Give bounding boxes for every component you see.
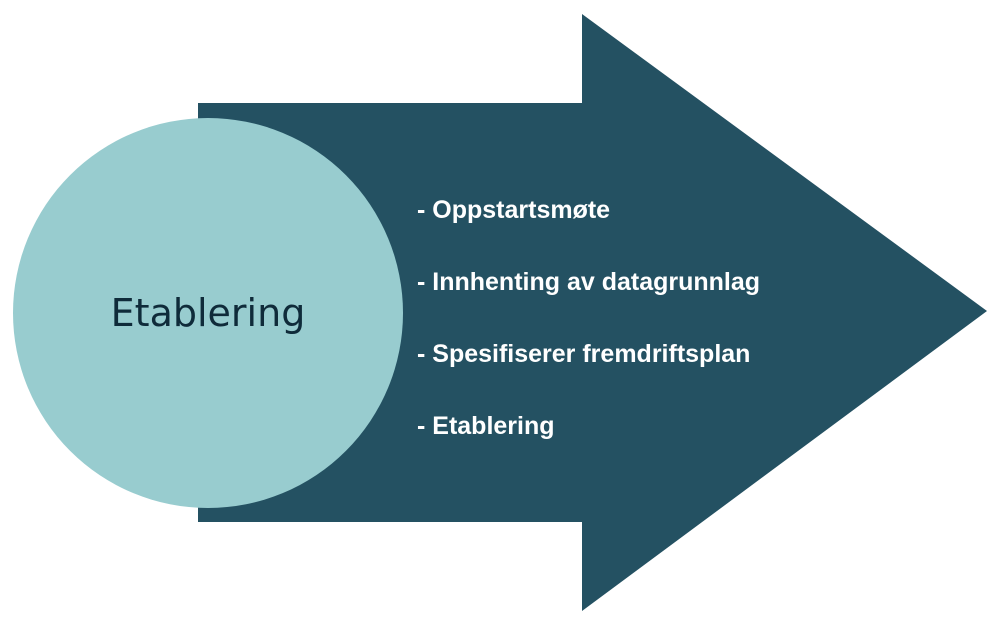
arrow-shape [198,14,987,611]
phase-label: Etablering [110,291,306,335]
phase-circle [13,118,403,508]
list-item: - Oppstartsmøte [417,196,611,224]
activity-list: - Oppstartsmøte - Innhenting av datagrun… [417,193,760,481]
list-item: - Spesifiserer fremdriftsplan [417,340,751,368]
list-item: - Etablering [417,412,555,440]
list-item: - Innhenting av datagrunnlag [417,268,761,296]
